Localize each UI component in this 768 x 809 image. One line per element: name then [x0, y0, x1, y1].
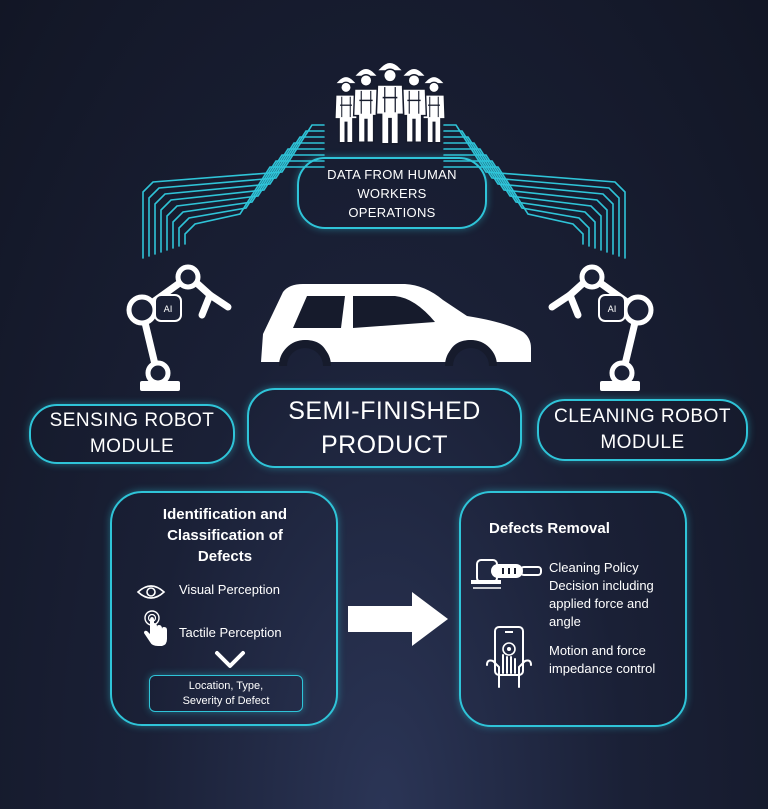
circuit-line-right: [443, 124, 626, 259]
circuit-line-left: [166, 148, 325, 251]
svg-text:AI: AI: [608, 305, 617, 315]
svg-text:AI: AI: [164, 305, 173, 315]
circuit-line-right: [443, 166, 584, 245]
sensing-robot-module-pill: SENSING ROBOT MODULE: [29, 404, 235, 464]
cleaning-policy-label: Cleaning Policy Decision including appli…: [549, 560, 654, 629]
circuit-line-right: [443, 130, 620, 257]
worker-figure: [400, 69, 428, 143]
circuit-line-left: [184, 166, 325, 245]
circuit-line-right: [443, 160, 590, 247]
human-data-label: DATA FROM HUMAN WORKERS OPERATIONS: [327, 166, 457, 220]
circuit-line-right: [443, 154, 596, 249]
worker-figure: [375, 62, 405, 145]
circuit-line-right: [443, 148, 602, 251]
grinder-tool-icon: [471, 559, 542, 589]
defects-removal-panel: [459, 491, 687, 727]
circuit-line-right: [443, 136, 614, 255]
cleaning-robot-arm-icon: AI: [548, 264, 654, 391]
sensing-robot-module-label: SENSING ROBOT MODULE: [49, 410, 215, 457]
circuit-line-left: [172, 154, 325, 249]
circuit-line-left: [148, 130, 325, 257]
identification-panel-title: Identification and Classification of Def…: [162, 506, 288, 565]
right-arrow-icon: [348, 592, 448, 646]
worker-figure: [334, 77, 358, 144]
motion-force-label: Motion and force impedance control: [549, 643, 656, 676]
touch-hand-icon: [144, 610, 167, 646]
circuit-line-left: [160, 142, 325, 253]
identification-panel: [110, 491, 338, 726]
worker-figure: [352, 69, 380, 143]
circuit-line-left: [142, 124, 325, 259]
tactile-perception-label: Tactile Perception: [179, 625, 282, 640]
circuit-line-right: [443, 142, 608, 253]
semi-finished-product-label: SEMI-FINISHED PRODUCT: [288, 397, 481, 459]
cleaning-robot-module-pill: CLEANING ROBOT MODULE: [537, 399, 748, 461]
defect-result-box: Location, Type, Severity of Defect: [149, 675, 303, 712]
circuit-line-left: [154, 136, 325, 255]
worker-figure: [422, 77, 446, 144]
semi-finished-product-pill: SEMI-FINISHED PRODUCT: [247, 388, 522, 468]
human-data-pill: DATA FROM HUMAN WORKERS OPERATIONS: [297, 157, 487, 229]
touchscreen-hand-icon: [486, 626, 532, 688]
eye-icon: [136, 585, 166, 599]
workers-group-icon: [334, 62, 446, 145]
sensing-robot-arm-icon: AI: [126, 264, 232, 391]
visual-perception-label: Visual Perception: [179, 582, 280, 597]
defect-result-label: Location, Type, Severity of Defect: [182, 679, 270, 707]
circuit-line-left: [178, 160, 325, 247]
defects-removal-title: Defects Removal: [489, 520, 610, 537]
cleaning-robot-module-label: CLEANING ROBOT MODULE: [554, 406, 731, 453]
chevron-down-icon: [215, 651, 245, 668]
car-body-icon: [261, 284, 531, 367]
